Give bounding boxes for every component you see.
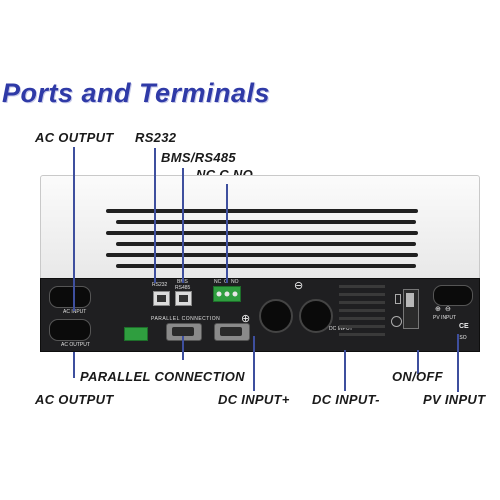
pv-input-text: PV INPUT	[433, 315, 457, 321]
pv-plus-symbol: ⊕	[435, 306, 441, 313]
label-ac-output-top: AC OUTPUT	[35, 130, 114, 145]
power-icon	[391, 316, 402, 327]
page-title: Ports and Terminals	[2, 78, 271, 108]
label-rs232: RS232	[135, 130, 177, 145]
no-text: NO	[231, 279, 239, 285]
on-off-symbol	[395, 294, 401, 304]
leader-line-on-off	[417, 350, 419, 374]
c-text: C	[224, 279, 228, 285]
dc-plus-symbol: ⊕	[241, 313, 251, 325]
label-dc-input-minus: DC INPUT-	[312, 392, 380, 407]
rs232-text: RS232	[152, 282, 168, 288]
leader-line-parallel	[182, 336, 184, 360]
ac-output-text: AC OUTPUT	[61, 342, 90, 348]
leader-line-rs232	[154, 148, 156, 283]
dc-input-minus-terminal[interactable]	[299, 299, 333, 333]
ce-mark: CE	[459, 323, 469, 330]
vent-grille	[106, 209, 418, 268]
ac-input-text: AC INPUT	[63, 309, 87, 315]
label-ac-output-bottom: AC OUTPUT	[35, 392, 114, 407]
iso-mark: ISO	[458, 335, 467, 341]
pv-minus-symbol: ⊖	[445, 306, 451, 313]
leader-line-ac-output-bottom	[73, 352, 75, 378]
label-pv-input: PV INPUT	[423, 392, 486, 407]
parallel-port-2[interactable]	[214, 323, 250, 341]
parallel-text: PARALLEL CONNECTION	[151, 316, 221, 322]
dc-input-plus-terminal[interactable]	[259, 299, 293, 333]
leader-line-ac-output-top	[73, 147, 75, 311]
label-on-off: ON/OFF	[392, 369, 443, 384]
bms-rs485-port[interactable]	[175, 291, 192, 306]
dry-contact-terminal[interactable]	[213, 286, 241, 302]
rs232-port[interactable]	[153, 291, 170, 306]
ac-input-terminal[interactable]	[49, 286, 91, 308]
rear-panel: AC INPUT AC OUTPUT RS232 BMS RS485 NC C …	[40, 278, 480, 352]
parallel-port-1[interactable]	[166, 323, 202, 341]
parallel-green-terminal[interactable]	[124, 327, 148, 341]
leader-line-nc-c-no	[226, 184, 228, 283]
dc-input-text: DC INPUT	[329, 326, 353, 332]
pv-input-terminal[interactable]	[433, 285, 473, 306]
panel-vents	[339, 285, 385, 336]
ac-output-terminal[interactable]	[49, 319, 91, 341]
label-bms-rs485: BMS/RS485	[161, 150, 236, 165]
inverter-chassis	[40, 175, 480, 285]
dc-minus-symbol: ⊖	[294, 280, 304, 292]
rs485-text: RS485	[175, 285, 191, 291]
leader-line-dc-minus	[344, 350, 346, 391]
label-parallel-connection: PARALLEL CONNECTION	[80, 369, 245, 384]
leader-line-dc-plus	[253, 336, 255, 391]
leader-line-bms	[182, 168, 184, 283]
leader-line-pv-input	[457, 334, 459, 392]
on-off-switch[interactable]	[403, 289, 419, 329]
nc-text: NC	[214, 279, 222, 285]
label-dc-input-plus: DC INPUT+	[218, 392, 290, 407]
